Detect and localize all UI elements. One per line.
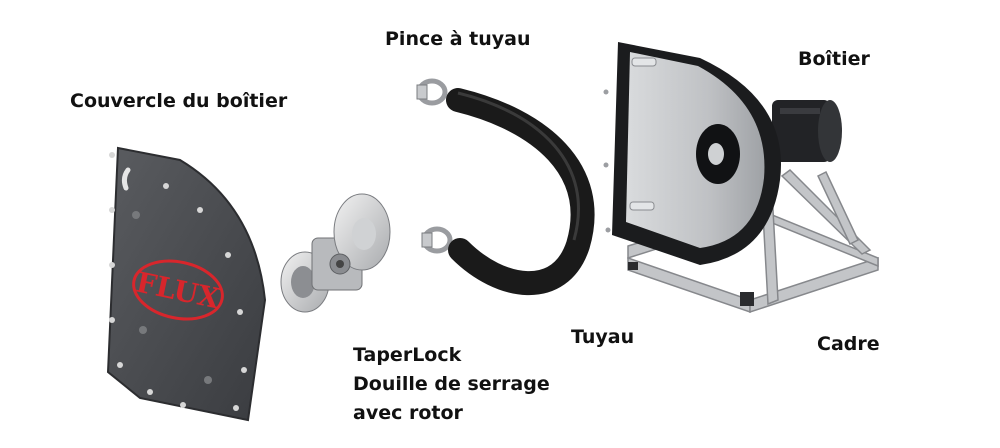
motor <box>772 100 842 162</box>
label-hose-clamp: Pince à tuyau <box>385 28 531 50</box>
label-frame: Cadre <box>817 333 880 355</box>
label-taperlock-line3: avec rotor <box>353 402 463 424</box>
housing <box>603 42 781 265</box>
label-taperlock-line2: Douille de serrage <box>353 373 550 395</box>
cover-holes <box>132 211 212 384</box>
hose <box>446 88 595 296</box>
label-hose: Tuyau <box>571 326 635 348</box>
cover-handle <box>121 167 131 191</box>
housing-cover: FLUX <box>106 146 267 422</box>
label-housing-cover: Couvercle du boîtier <box>70 90 288 112</box>
label-taperlock-line1: TaperLock <box>353 344 462 366</box>
hose-clamp-top <box>416 78 448 106</box>
label-taperlock: TaperLock Douille de serrage avec rotor <box>353 341 550 428</box>
cover-bolts <box>109 152 247 411</box>
label-housing: Boîtier <box>798 48 870 70</box>
flux-logo: FLUX <box>132 259 224 321</box>
taperlock-rotor <box>280 193 391 313</box>
hose-clamp-bottom <box>421 226 453 254</box>
